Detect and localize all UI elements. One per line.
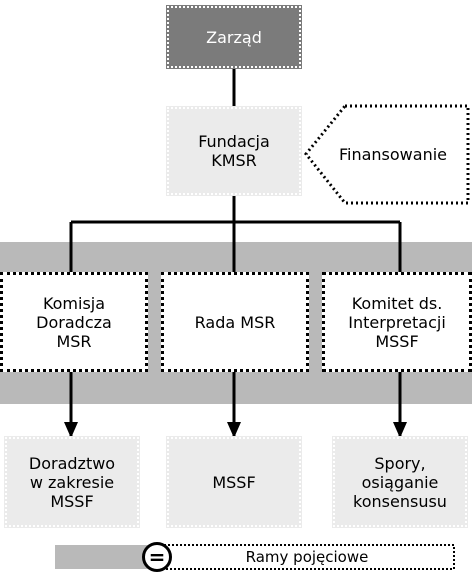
box-fundacja: Fundacja KMSR bbox=[166, 106, 302, 196]
legend-bar-dotted bbox=[159, 544, 455, 570]
equals-icon: = bbox=[142, 542, 172, 572]
box-rada-msr: Rada MSR bbox=[161, 272, 309, 372]
box-mssf-label: MSSF bbox=[212, 472, 256, 492]
box-komisja-line-2: Doradcza bbox=[36, 312, 112, 332]
box-rada-label: Rada MSR bbox=[194, 312, 276, 332]
box-komisja-line-1: Komisja bbox=[42, 293, 106, 313]
box-spory-line-3: konsensusu bbox=[353, 491, 447, 511]
box-doradztwo: Doradztwo w zakresie MSSF bbox=[4, 436, 140, 528]
equals-symbol: = bbox=[148, 545, 166, 569]
legend-bar-gray bbox=[55, 545, 155, 569]
arrowhead-left bbox=[64, 422, 78, 438]
box-fundacja-line-2: KMSR bbox=[211, 151, 257, 170]
box-spory: Spory, osiąganie konsensusu bbox=[332, 436, 468, 528]
box-komitet-line-2: Interpretacji bbox=[348, 312, 446, 332]
legend-label-text: Ramy pojęciowe bbox=[245, 547, 369, 566]
box-doradztwo-line-1: Doradztwo bbox=[28, 453, 116, 473]
box-spory-line-2: osiąganie bbox=[361, 472, 439, 492]
box-doradztwo-line-2: w zakresie bbox=[29, 472, 115, 492]
box-zarzad: Zarząd bbox=[166, 5, 302, 69]
legend-label: Ramy pojęciowe bbox=[160, 545, 454, 569]
box-komitet-line-3: MSSF bbox=[375, 331, 419, 351]
funding-shape bbox=[304, 104, 470, 205]
box-komitet-line-1: Komitet ds. bbox=[351, 293, 443, 313]
box-mssf: MSSF bbox=[166, 436, 302, 528]
box-fundacja-line-1: Fundacja bbox=[198, 132, 270, 151]
box-komisja-line-3: MSR bbox=[56, 331, 92, 351]
box-finansowanie: Finansowanie bbox=[318, 106, 468, 203]
box-spory-line-1: Spory, bbox=[374, 453, 426, 473]
box-zarzad-label: Zarząd bbox=[206, 27, 262, 47]
arrowhead-center bbox=[227, 422, 241, 438]
box-komitet-interpretacji: Komitet ds. Interpretacji MSSF bbox=[322, 272, 472, 372]
arrowhead-right bbox=[393, 422, 407, 438]
box-finansowanie-label: Finansowanie bbox=[338, 145, 447, 164]
box-komisja-doradcza: Komisja Doradcza MSR bbox=[0, 272, 148, 372]
box-doradztwo-line-3: MSSF bbox=[50, 491, 94, 511]
